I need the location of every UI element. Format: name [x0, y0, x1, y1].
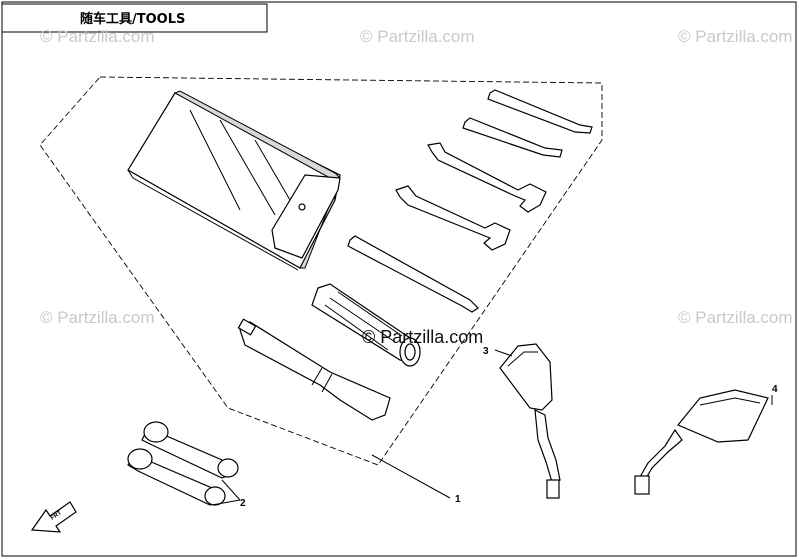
- watermark: © Partzilla.com: [40, 308, 155, 327]
- wrench-upper: [427, 142, 547, 213]
- callout-1: 1: [455, 494, 461, 505]
- rubber-strap-lower: [127, 448, 226, 506]
- hex-key-large: [487, 89, 593, 134]
- callout-3: 3: [483, 346, 489, 357]
- leader-line: [211, 479, 241, 506]
- watermark: © Partzilla.com: [360, 27, 475, 46]
- hex-key-small: [462, 117, 563, 158]
- screwdriver-bit: [347, 235, 479, 313]
- screwdriver-handle: [311, 283, 421, 367]
- mirror-right: [634, 389, 769, 495]
- rubber-strap-upper: [141, 421, 239, 479]
- leader-line: [494, 349, 513, 357]
- tool-pouch: [127, 90, 341, 271]
- wrench-lower: [395, 185, 511, 251]
- watermark: © Partzilla.com: [40, 27, 155, 46]
- leader-line: [371, 454, 451, 499]
- watermark: © Partzilla.com: [678, 27, 793, 46]
- front-direction-arrow: FRT: [30, 501, 77, 533]
- center-watermark: © Partzilla.com: [362, 327, 483, 347]
- callout-4: 4: [772, 384, 778, 395]
- tool-kit-boundary: [39, 76, 603, 466]
- spark-plug-socket: [237, 318, 391, 421]
- front-badge-label: FRT: [50, 510, 63, 522]
- watermark: © Partzilla.com: [678, 308, 793, 327]
- diagram-title: 随车工具/TOOLS: [80, 11, 185, 27]
- callout-2: 2: [240, 498, 246, 509]
- title-box: [1, 3, 268, 33]
- mirror-left: [499, 343, 561, 499]
